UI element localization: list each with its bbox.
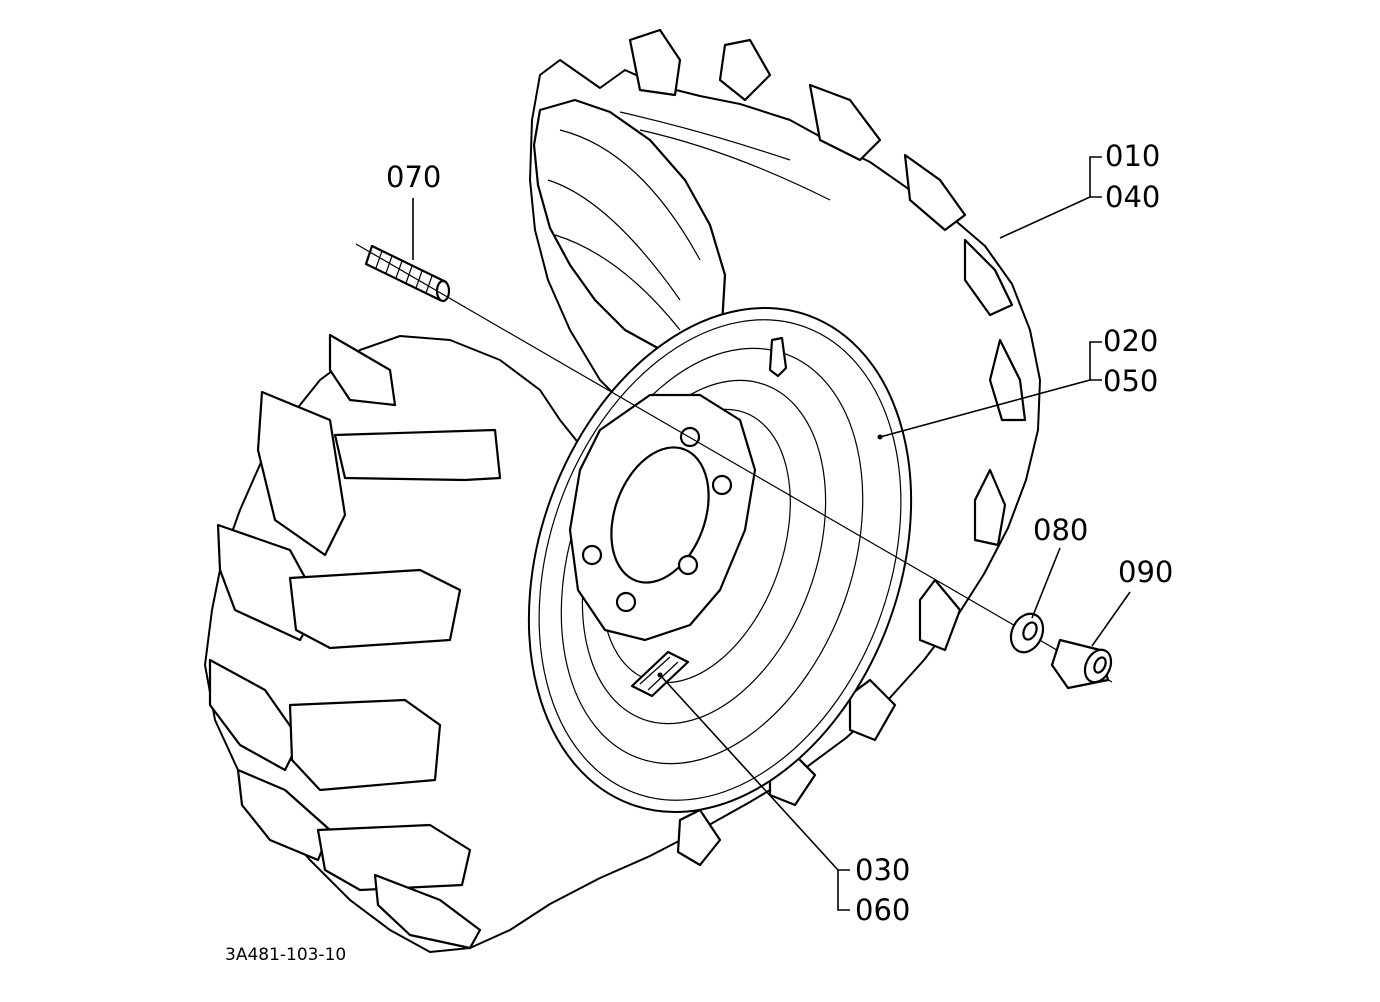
callout-070: 070 bbox=[386, 160, 441, 194]
center-bore bbox=[610, 446, 710, 584]
callout-050: 050 bbox=[1103, 364, 1158, 398]
diagram-code: 3A481-103-10 bbox=[225, 945, 346, 965]
callout-090: 090 bbox=[1118, 555, 1173, 589]
callout-060: 060 bbox=[855, 893, 910, 927]
assembly-axis-line bbox=[355, 243, 1113, 683]
washer-080 bbox=[1009, 612, 1045, 654]
callout-080: 080 bbox=[1033, 513, 1088, 547]
callout-030: 030 bbox=[855, 853, 910, 887]
callout-010: 010 bbox=[1105, 139, 1160, 173]
leader-lines bbox=[412, 156, 1131, 911]
callout-040: 040 bbox=[1105, 180, 1160, 214]
nut-090 bbox=[1050, 638, 1113, 690]
valve-stem-icon bbox=[768, 336, 788, 378]
wheel-rim bbox=[527, 307, 913, 813]
callout-020: 020 bbox=[1103, 324, 1158, 358]
